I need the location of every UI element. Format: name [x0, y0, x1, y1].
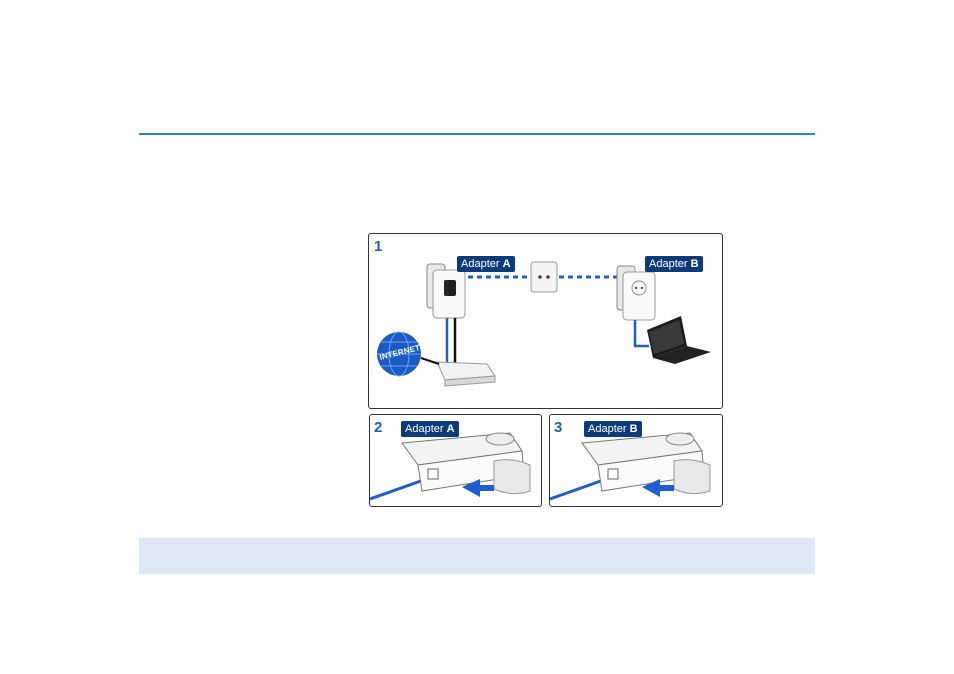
step-2-adapter-tag-name: Adapter: [405, 423, 444, 435]
adapter-a-icon: [426, 263, 466, 319]
bottom-band: [139, 538, 815, 574]
adapter-b-tag-letter: B: [690, 258, 699, 270]
push-arrow-icon: [642, 479, 674, 497]
push-arrow-icon: [462, 479, 494, 497]
panel-step-2: 2 Adapter A: [369, 414, 542, 507]
step-3-adapter-tag-name: Adapter: [588, 423, 627, 435]
connect-adapter-b-diagram: [550, 432, 711, 501]
connect-adapter-a-diagram: [370, 432, 531, 501]
router-icon: [436, 361, 496, 387]
step-3-adapter-tag-letter: B: [629, 423, 638, 435]
step-number-2: 2: [374, 419, 383, 436]
laptop-icon: [647, 316, 711, 364]
top-rule: [139, 133, 815, 135]
adapter-b-tag-name: Adapter: [649, 258, 688, 270]
step-2-adapter-tag-letter: A: [446, 423, 455, 435]
adapter-a-tag: Adapter A: [457, 256, 515, 272]
adapter-a-tag-name: Adapter: [461, 258, 500, 270]
wall-socket-icon: [530, 261, 558, 293]
step-3-adapter-tag: Adapter B: [584, 421, 642, 437]
adapter-b-tag: Adapter B: [645, 256, 703, 272]
panel-step-3: 3 Adapter B: [549, 414, 723, 507]
internet-globe-icon: [377, 331, 421, 377]
adapter-a-tag-letter: A: [502, 258, 511, 270]
step-number-3: 3: [554, 419, 563, 436]
step-2-adapter-tag: Adapter A: [401, 421, 459, 437]
network-diagram: [377, 261, 711, 387]
adapter-b-icon: [616, 265, 656, 321]
step-number-1: 1: [374, 238, 383, 255]
panel-step-1: 1 Adapter A Adapter B INTERNET: [368, 233, 723, 409]
